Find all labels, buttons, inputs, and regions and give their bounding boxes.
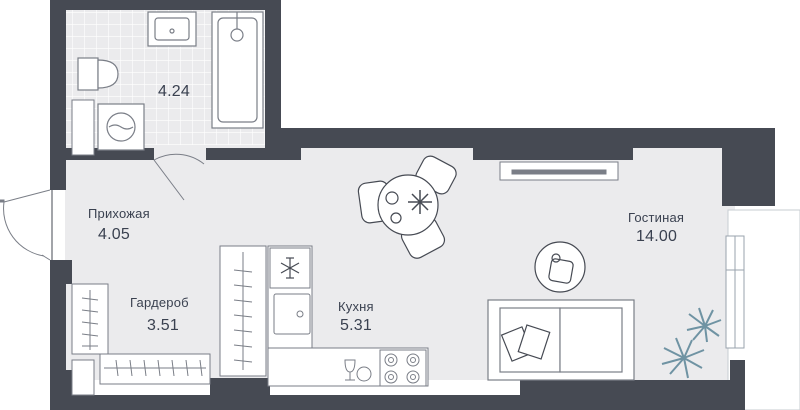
kitchen (267, 245, 429, 387)
door-icon (153, 153, 205, 201)
niche (71, 359, 95, 396)
plant-icon (661, 307, 722, 379)
wardrobe (71, 283, 211, 385)
kitchen-label: Кухня (338, 299, 374, 314)
window-icon (725, 235, 745, 349)
kitchen-storage (219, 245, 267, 377)
niche (71, 99, 95, 156)
dining-set (357, 155, 457, 259)
living-label: Гостиная (628, 210, 685, 225)
dining-table-icon (377, 174, 439, 236)
bathtub-icon (211, 11, 264, 129)
toilet-icon (77, 57, 119, 91)
fridge-icon (269, 247, 311, 289)
kitchen-area: 5.31 (340, 317, 372, 334)
hallway-label: Прихожая (88, 206, 150, 221)
wardrobe-label: Гардероб (130, 295, 189, 310)
sink-icon (273, 293, 311, 335)
bathroom (77, 11, 264, 151)
wardrobe-area: 3.51 (147, 317, 179, 334)
washing-machine-icon (97, 103, 145, 151)
sofa-icon (487, 299, 635, 381)
bathroom-area: 4.24 (158, 83, 190, 100)
stove-icon (379, 349, 427, 387)
tv-icon (499, 161, 619, 181)
walls (50, 0, 775, 410)
living-floor-right (620, 150, 730, 380)
wine-glass-icon (344, 359, 372, 382)
sink-icon (147, 11, 197, 47)
hanger-icon (233, 252, 253, 370)
door-icon (0, 189, 53, 261)
hallway-area: 4.05 (98, 226, 130, 243)
living-area: 14.00 (636, 228, 678, 245)
plant-icon (408, 190, 432, 214)
hanger-icon (81, 290, 206, 377)
armchair-icon (534, 241, 586, 293)
